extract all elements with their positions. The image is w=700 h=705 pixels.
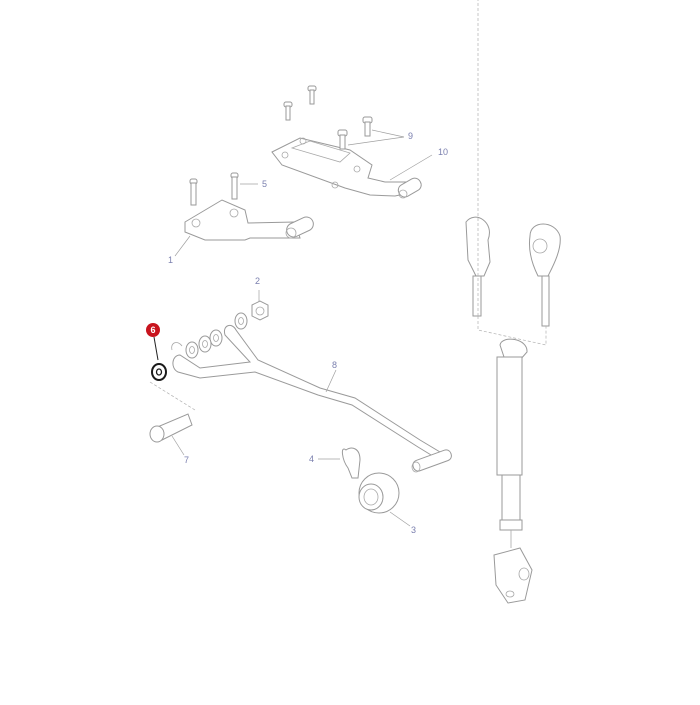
callout-2[interactable]: 2: [255, 276, 261, 286]
callout-10[interactable]: 10: [438, 147, 449, 157]
callout-6-highlighted[interactable]: 6: [146, 323, 160, 337]
bolts-5-drawing: [189, 172, 258, 206]
linch-pin-4-drawing: [318, 447, 361, 479]
callout-1[interactable]: 1: [168, 255, 174, 265]
washer-6-drawing: [149, 336, 196, 411]
callout-9[interactable]: 9: [408, 131, 414, 141]
callout-5[interactable]: 5: [262, 179, 268, 189]
callout-3[interactable]: 3: [411, 525, 417, 535]
bolts-9-drawing: [283, 85, 433, 181]
bracket-1-drawing: [174, 199, 314, 257]
ball-3-drawing: [358, 472, 411, 527]
callout-8[interactable]: 8: [332, 360, 338, 370]
bracket-10-drawing: [271, 137, 422, 199]
callout-4[interactable]: 4: [309, 454, 315, 464]
bolt-7-drawing: [149, 413, 193, 456]
nut-washers-drawing: [185, 290, 269, 359]
rod-8-drawing: [171, 324, 452, 473]
top-link-drawing: [465, 0, 561, 604]
callout-7[interactable]: 7: [184, 455, 190, 465]
